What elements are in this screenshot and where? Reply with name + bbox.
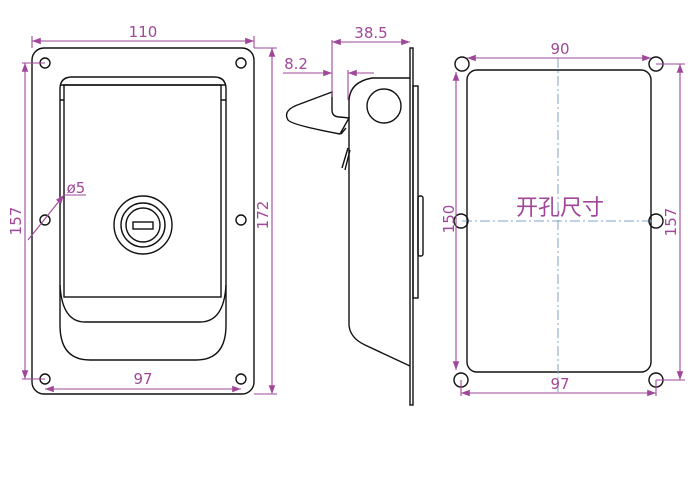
recess-edge [60,84,226,101]
latch-spring [340,127,351,171]
side-flange [412,85,419,299]
latch-hook [285,90,351,135]
dim-width: 110 [129,23,158,41]
dim-hole-pitch: 97 [133,370,152,388]
hole [235,373,247,385]
pivot-circle [366,88,402,124]
mounting-holes [39,57,247,385]
hole [39,214,51,226]
recess-outline [59,76,227,361]
handle-paddle [63,84,222,298]
handle-lip [59,284,227,323]
dim-hole-diameter: ø5 [67,179,86,197]
key-slot-icon [132,221,154,230]
dim-hole-span: 157 [7,207,25,236]
side-view: 38.5 8.2 [283,24,424,406]
dim-cutout-hole-span: 157 [662,208,680,237]
side-body [348,77,411,367]
hole [235,214,247,226]
front-view: 110 172 157 ø5 97 [7,23,277,395]
side-knob [417,195,424,257]
cutout-view: 开孔尺寸 90 150 157 97 [440,40,685,397]
dim-cutout-width: 90 [550,40,569,58]
dim-height: 172 [254,201,272,230]
dim-cutout-height: 150 [440,205,458,234]
mounting-plate [31,47,255,395]
hole [235,57,247,69]
dim-depth: 38.5 [354,24,387,42]
dim-latch: 8.2 [284,55,308,73]
dim-cutout-hole-pitch: 97 [550,375,569,393]
key-lock [113,195,173,255]
cutout-title: 开孔尺寸 [516,196,604,221]
